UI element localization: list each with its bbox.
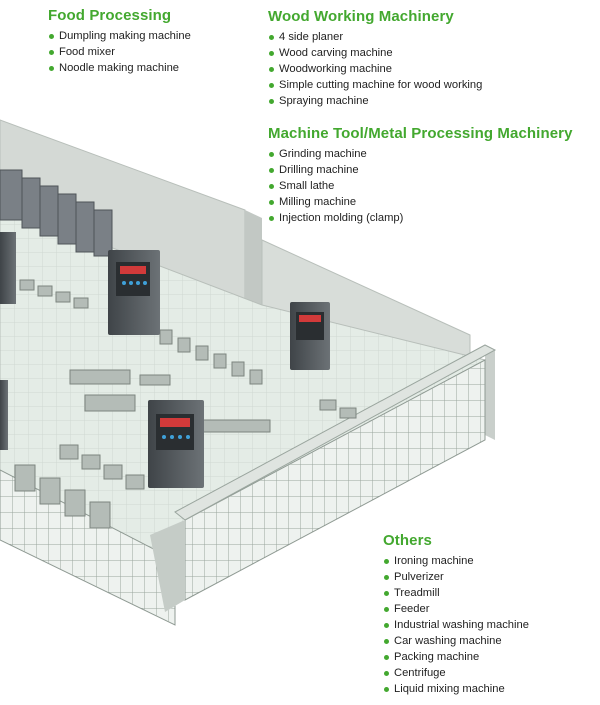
food-processing-title: Food Processing xyxy=(48,7,172,24)
cabinet-row xyxy=(0,169,113,257)
list-item: Car washing machine xyxy=(383,633,529,649)
others-title: Others xyxy=(383,532,432,549)
metal-processing-list: Grinding machine Drilling machine Small … xyxy=(268,146,573,226)
list-item: Simple cutting machine for wood working xyxy=(268,77,482,93)
others-section: Others Ironing machine Pulverizer Treadm… xyxy=(383,532,529,697)
food-processing-section: Food Processing Dumpling making machine … xyxy=(48,7,191,76)
list-item: Wood carving machine xyxy=(268,45,482,61)
list-item: Ironing machine xyxy=(383,553,529,569)
machine-rows xyxy=(14,279,357,529)
metal-processing-title: Machine Tool/Metal Processing Machinery xyxy=(268,125,573,142)
list-item: Spraying machine xyxy=(268,93,482,109)
wood-working-list: 4 side planer Wood carving machine Woodw… xyxy=(268,29,482,109)
list-item: Noodle making machine xyxy=(48,60,191,76)
metal-processing-section: Machine Tool/Metal Processing Machinery … xyxy=(268,125,573,226)
list-item: Food mixer xyxy=(48,44,191,60)
inverter-drive-4 xyxy=(0,232,16,450)
list-item: Pulverizer xyxy=(383,569,529,585)
list-item: Drilling machine xyxy=(268,162,573,178)
wood-working-section: Wood Working Machinery 4 side planer Woo… xyxy=(268,8,482,109)
others-list: Ironing machine Pulverizer Treadmill Fee… xyxy=(383,553,529,697)
front-glass-wall xyxy=(0,469,185,626)
list-item: 4 side planer xyxy=(268,29,482,45)
inverter-drive-3 xyxy=(148,400,204,488)
right-glass-wall xyxy=(174,344,497,601)
list-item: Centrifuge xyxy=(383,665,529,681)
food-processing-list: Dumpling making machine Food mixer Noodl… xyxy=(48,28,191,76)
list-item: Industrial washing machine xyxy=(383,617,529,633)
list-item: Feeder xyxy=(383,601,529,617)
inverter-drive-2 xyxy=(290,302,330,370)
list-item: Small lathe xyxy=(268,178,573,194)
wood-working-title: Wood Working Machinery xyxy=(268,8,454,25)
list-item: Packing machine xyxy=(383,649,529,665)
list-item: Grinding machine xyxy=(268,146,573,162)
inverter-drive-1 xyxy=(108,250,160,335)
list-item: Dumpling making machine xyxy=(48,28,191,44)
list-item: Liquid mixing machine xyxy=(383,681,529,697)
list-item: Milling machine xyxy=(268,194,573,210)
list-item: Treadmill xyxy=(383,585,529,601)
list-item: Woodworking machine xyxy=(268,61,482,77)
list-item: Injection molding (clamp) xyxy=(268,210,573,226)
